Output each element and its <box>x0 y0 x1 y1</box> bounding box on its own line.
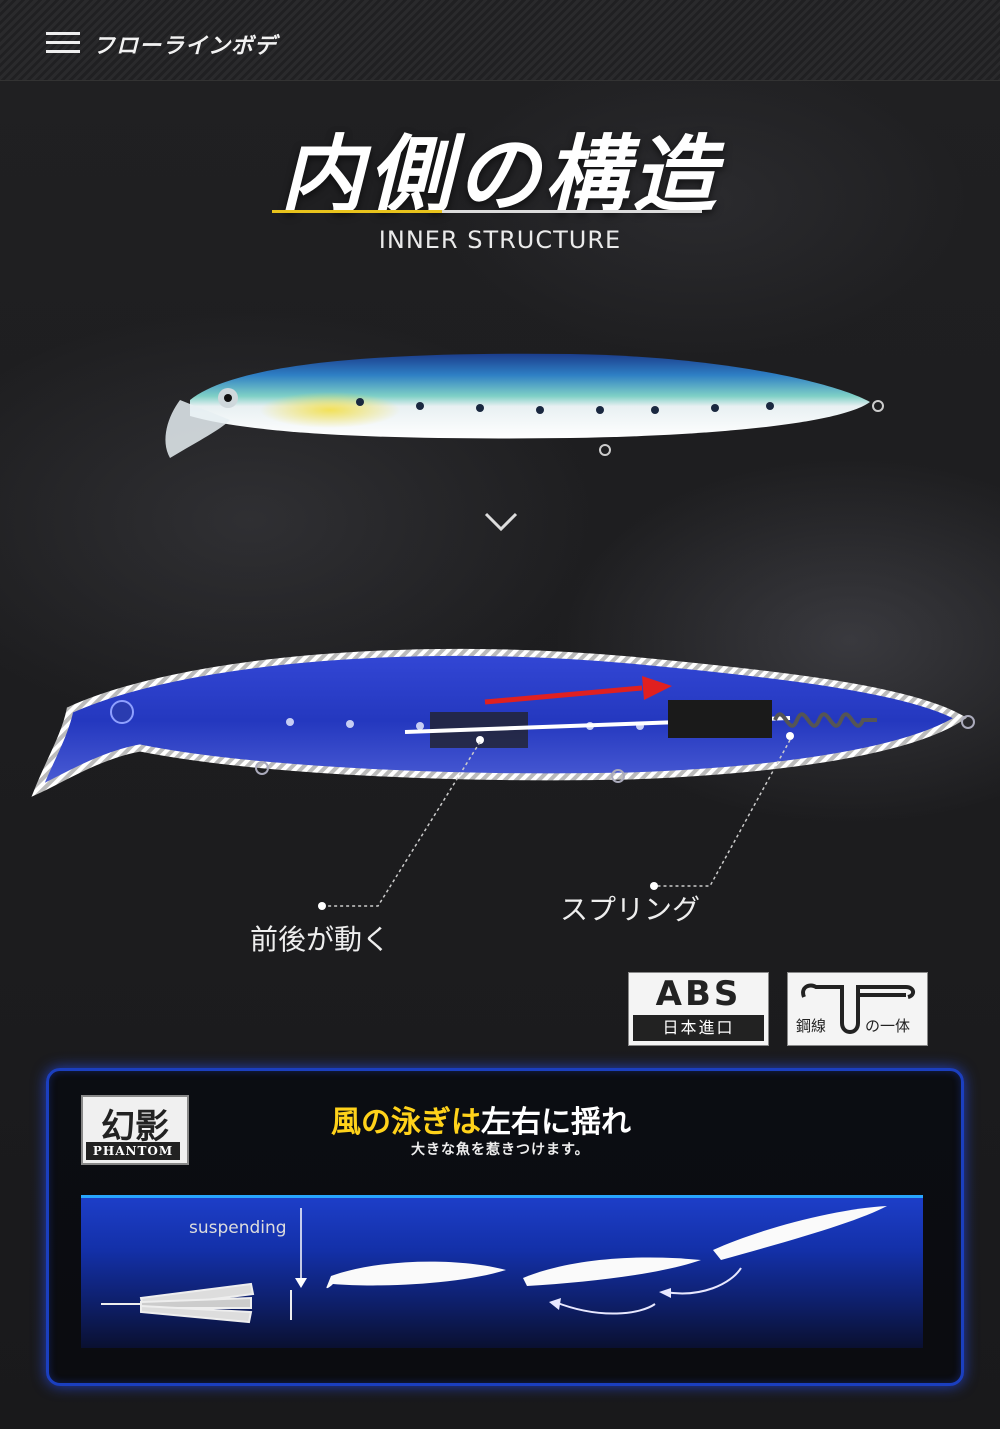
phantom-logo-kanji: 幻影 <box>101 1107 169 1147</box>
swim-diagram <box>101 1206 887 1324</box>
panel-headline-white: 左右に揺れ <box>481 1105 631 1140</box>
page-title: 内側の構造 <box>279 126 720 224</box>
panel-headline-yellow: 風の泳ぎは <box>331 1105 481 1140</box>
water-scene: suspending <box>81 1195 923 1348</box>
suspending-label: suspending <box>189 1218 287 1238</box>
steel-wire-suffix: の一体 <box>865 1017 911 1035</box>
callout-spring-label: スプリング <box>560 893 701 926</box>
abs-badge-caption: 日本進口 <box>633 1015 764 1041</box>
callout-moving-label: 前後が動く <box>250 923 391 956</box>
hamburger-menu-icon[interactable] <box>46 32 80 54</box>
chevron-down-icon <box>484 512 518 532</box>
top-bar-title: フローラインボデ <box>93 34 278 59</box>
title-underline-accent <box>272 210 442 213</box>
panel-headline: 風の泳ぎは左右に揺れ <box>331 1097 631 1141</box>
abs-badge: ABS 日本進口 <box>628 972 769 1046</box>
phantom-logo: 幻影 PHANTOM <box>81 1095 189 1165</box>
title-underline <box>442 210 702 213</box>
steel-wire-badge: 鋼線 の一体 <box>787 972 928 1046</box>
panel-subline: 大きな魚を惹きつけます。 <box>411 1142 590 1158</box>
callout-lines <box>318 739 791 910</box>
steel-wire-icon <box>801 983 915 1034</box>
phantom-logo-english: PHANTOM <box>86 1142 180 1160</box>
abs-badge-title: ABS <box>655 974 742 1014</box>
lure-cutaway-image <box>31 648 975 797</box>
steel-wire-label: 鋼線 <box>796 1017 827 1035</box>
lure-top-image <box>165 353 884 458</box>
top-bar: フローラインボデ <box>0 0 1000 81</box>
swim-action-panel: 幻影 PHANTOM 風の泳ぎは左右に揺れ 大きな魚を惹きつけます。 suspe… <box>46 1068 964 1386</box>
page-subtitle: INNER STRUCTURE <box>378 226 622 254</box>
